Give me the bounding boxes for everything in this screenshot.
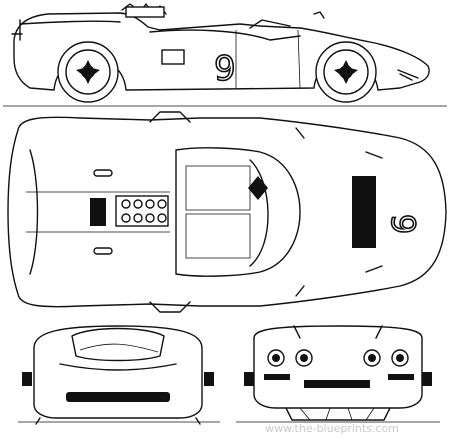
rear-deck-crease bbox=[59, 363, 177, 371]
top-engine-deck-lines bbox=[26, 191, 170, 233]
side-windscreen bbox=[249, 19, 291, 29]
top-steering-wheel bbox=[248, 176, 268, 200]
rear-window bbox=[71, 327, 165, 362]
rear-view bbox=[18, 325, 220, 425]
top-fender-vents bbox=[295, 127, 305, 297]
rear-window-reflection bbox=[79, 343, 159, 353]
front-screen-posts bbox=[293, 325, 383, 339]
side-door-panel bbox=[161, 49, 185, 65]
top-nose-ducts bbox=[365, 151, 383, 273]
side-rear-wheel bbox=[57, 41, 119, 103]
top-seats bbox=[185, 165, 251, 259]
front-left-vent bbox=[264, 374, 290, 380]
top-nose-intake bbox=[352, 176, 376, 248]
side-door-lines bbox=[235, 29, 301, 89]
rear-left-tyre bbox=[22, 372, 32, 386]
rear-left-leg bbox=[35, 417, 41, 425]
top-windscreen bbox=[249, 159, 269, 267]
front-suspension-links bbox=[299, 407, 375, 421]
top-race-number: 9 bbox=[384, 214, 422, 234]
side-view: 9 bbox=[3, 3, 447, 107]
top-intake-trumpets bbox=[121, 199, 167, 223]
watermark-text: www.the-blueprints.com bbox=[265, 422, 399, 435]
rear-right-leg bbox=[195, 417, 201, 425]
front-right-vent bbox=[388, 374, 414, 380]
top-mirror-mounts bbox=[149, 111, 191, 313]
side-nose-vents bbox=[397, 69, 419, 81]
front-view bbox=[236, 325, 440, 423]
top-engine-cover-black bbox=[90, 198, 106, 226]
side-front-wheel bbox=[315, 41, 377, 103]
top-rear-deck-curve bbox=[29, 149, 39, 275]
top-left-slot bbox=[93, 169, 113, 177]
side-body-crease bbox=[149, 29, 301, 41]
side-tail-spoiler bbox=[19, 20, 121, 25]
side-intake-box bbox=[125, 6, 165, 18]
top-view: 9 bbox=[7, 111, 447, 313]
front-right-tyre bbox=[422, 372, 432, 386]
front-body-outline bbox=[253, 325, 423, 409]
side-race-number: 9 bbox=[214, 49, 236, 89]
rear-body-outline bbox=[33, 325, 203, 419]
front-lower-chassis bbox=[285, 407, 391, 421]
top-body-outline bbox=[7, 116, 447, 308]
top-right-slot bbox=[93, 247, 113, 255]
front-grille bbox=[304, 380, 370, 388]
rear-bumper-black bbox=[66, 392, 170, 402]
top-cockpit-opening bbox=[175, 147, 301, 277]
side-mirror bbox=[313, 11, 325, 19]
rear-right-tyre bbox=[204, 372, 214, 386]
front-left-tyre bbox=[244, 372, 254, 386]
